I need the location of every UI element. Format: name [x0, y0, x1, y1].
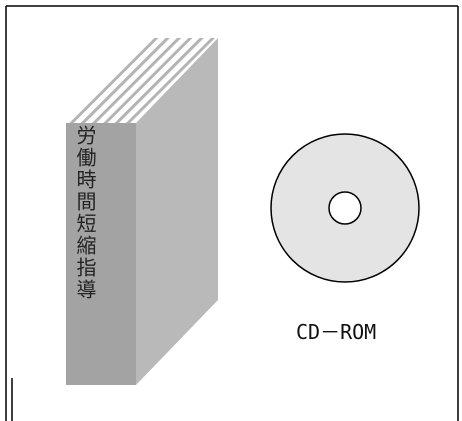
outer-frame: [5, 5, 459, 421]
cd-rom-illustration: [270, 133, 420, 283]
book-top-pages: [66, 38, 218, 123]
cd-rom-label: CD－ROM: [296, 320, 377, 344]
book-spine-title: 労働時間短縮指導: [73, 125, 97, 301]
book-illustration: [66, 38, 218, 385]
book-spine: [66, 123, 136, 385]
cd-center-hole: [328, 191, 362, 225]
book-side-face: [136, 38, 218, 385]
